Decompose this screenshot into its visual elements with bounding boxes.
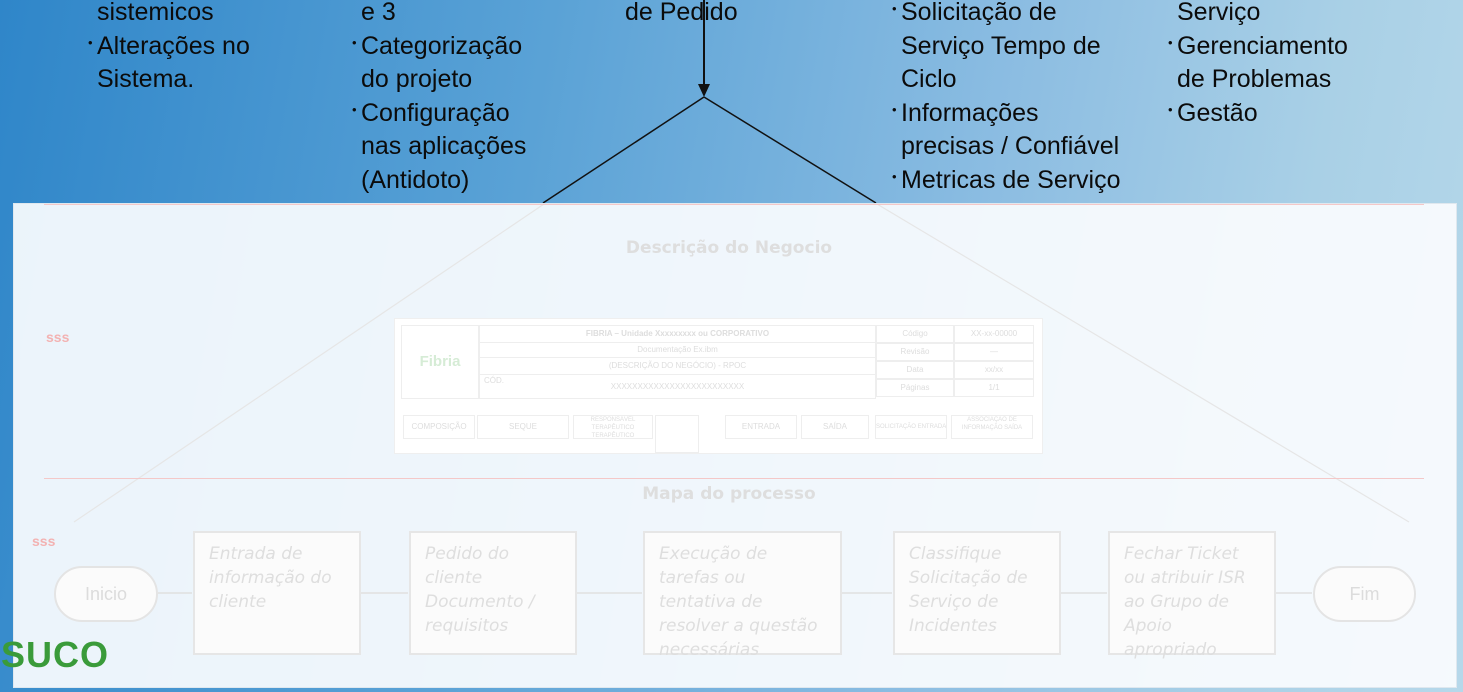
bullet-line: Sistema.	[97, 65, 195, 93]
form-right-label: Código	[876, 325, 954, 343]
section-label: sss	[32, 533, 56, 549]
bullet-line: Gerenciamento	[1177, 31, 1348, 60]
form-company: FIBRIA – Unidade Xxxxxxxxx ou CORPORATIV…	[479, 325, 876, 343]
bullet-line: Categorização	[361, 31, 523, 60]
company-logo: SUCO	[1, 634, 110, 675]
process-step-4: Classifique Solicitação de Serviço de In…	[893, 531, 1061, 655]
bullet-icon: •	[88, 34, 93, 50]
column-text: Serviço	[1177, 0, 1261, 26]
bullet-line: Ciclo	[901, 65, 957, 93]
triangle-left-line	[542, 96, 705, 204]
text-column-1: sistemicos • Alterações no Sistema.	[88, 0, 297, 97]
form-code-value: XXXXXXXXXXXXXXXXXXXXXXXXX	[610, 382, 745, 391]
form-right-label: Revisão	[876, 343, 954, 361]
bullet-line: Solicitação de	[901, 0, 1057, 26]
process-step-2: Pedido do cliente Documento / requisitos	[409, 531, 577, 655]
business-description-title: Descrição do Negocio	[625, 238, 833, 258]
form-bottom-cell: RESPONSÁVEL TERAPÊUTICO TERAPÊUTICO	[573, 415, 653, 439]
faint-right-line	[876, 204, 1410, 523]
bullet-line: Alterações no	[97, 31, 250, 60]
faint-left-line	[73, 204, 545, 523]
bullet-icon: •	[892, 168, 897, 184]
process-step-5: Fechar Ticket ou atribuir ISR ao Grupo d…	[1108, 531, 1276, 660]
bullet-icon: •	[1168, 101, 1173, 117]
bullet-line: (Antidoto)	[361, 165, 470, 194]
column-text: sistemicos	[97, 0, 214, 26]
bullet-line: de Problemas	[1177, 65, 1332, 93]
form-bottom-cell: SAÍDA	[801, 415, 869, 439]
bullet-item: • Gestão	[1168, 97, 1407, 131]
form-right-value: XX-xx-00000	[954, 325, 1034, 343]
form-code-label: CÓD.	[484, 376, 504, 385]
bullet-line: Informações	[901, 98, 1039, 127]
column-text: de Pedido	[625, 0, 738, 26]
form-bottom-cell: ENTRADA	[725, 415, 797, 439]
form-right-value: xx/xx	[954, 361, 1034, 379]
bullet-item: • Metricas de Serviço	[892, 164, 1131, 198]
bullet-line: Serviço Tempo de	[901, 31, 1101, 60]
form-logo: Fibria	[401, 325, 479, 399]
text-column-5: Serviço • Gerenciamento de Problemas • G…	[1168, 0, 1407, 131]
process-end-oval: Fim	[1313, 566, 1416, 622]
bullet-line: nas aplicações	[361, 132, 527, 160]
faded-slide-panel: Descrição do Negocio sss Fibria FIBRIA –…	[1, 203, 1457, 688]
form-doc-desc: (DESCRIÇÃO DO NEGÓCIO) - RPOC	[479, 357, 876, 375]
form-right-value: 1/1	[954, 379, 1034, 397]
bullet-line: Gestão	[1177, 98, 1258, 127]
process-step-1: Entrada de informação do cliente	[193, 531, 361, 655]
section-label: sss	[46, 329, 70, 345]
form-right-label: Data	[876, 361, 954, 379]
form-bottom-cell: ASSOCIAÇÃO DE INFORMAÇÃO SAÍDA	[951, 415, 1033, 439]
bullet-line: precisas / Confiável	[901, 132, 1120, 160]
bullet-icon: •	[352, 34, 357, 50]
text-column-4: • Solicitação de Serviço Tempo de Ciclo …	[892, 0, 1131, 198]
form-doc-type: Documentação Ex.ibm	[479, 342, 876, 358]
column-text: e 3	[361, 0, 396, 26]
bullet-item: • Solicitação de Serviço Tempo de Ciclo	[892, 0, 1131, 97]
form-right-value: —	[954, 343, 1034, 361]
bullet-line: Metricas de Serviço	[901, 165, 1121, 194]
process-step-3: Execução de tarefas ou tentativa de reso…	[643, 531, 842, 660]
bullet-item: • Alterações no Sistema.	[88, 30, 297, 97]
text-column-2: e 3 • Categorização do projeto • Configu…	[352, 0, 561, 198]
red-divider	[44, 204, 1424, 205]
bullet-line: do projeto	[361, 65, 473, 93]
document-form-thumbnail: Fibria FIBRIA – Unidade Xxxxxxxxx ou COR…	[394, 318, 1043, 454]
bullet-item: • Configuração nas aplicações (Antidoto)	[352, 97, 561, 198]
bullet-icon: •	[892, 101, 897, 117]
form-bottom-cell: COMPOSIÇÃO	[403, 415, 475, 439]
form-bottom-cell: SEQUE	[477, 415, 569, 439]
bullet-icon: •	[892, 1, 897, 16]
text-column-3: de Pedido	[625, 0, 825, 30]
form-bottom-cell	[655, 415, 699, 453]
bullet-icon: •	[1168, 34, 1173, 50]
process-start-oval: Inicio	[54, 566, 158, 622]
red-divider	[44, 478, 1424, 479]
form-bottom-cell: SOLICITAÇÃO ENTRADA	[875, 415, 947, 439]
bullet-icon: •	[352, 101, 357, 117]
faint-triangle-lines	[73, 204, 1410, 523]
process-map-title: Mapa do processo	[642, 484, 816, 504]
bullet-item: • Categorização do projeto	[352, 30, 561, 97]
bullet-item: • Gerenciamento de Problemas	[1168, 30, 1407, 97]
form-right-label: Páginas	[876, 379, 954, 397]
triangle-right-line	[703, 96, 877, 204]
arrow-head-icon	[698, 84, 710, 97]
bullet-line: Configuração	[361, 98, 510, 127]
bullet-item: • Informações precisas / Confiável	[892, 97, 1131, 164]
form-code-row: CÓD. XXXXXXXXXXXXXXXXXXXXXXXXX	[479, 374, 876, 399]
